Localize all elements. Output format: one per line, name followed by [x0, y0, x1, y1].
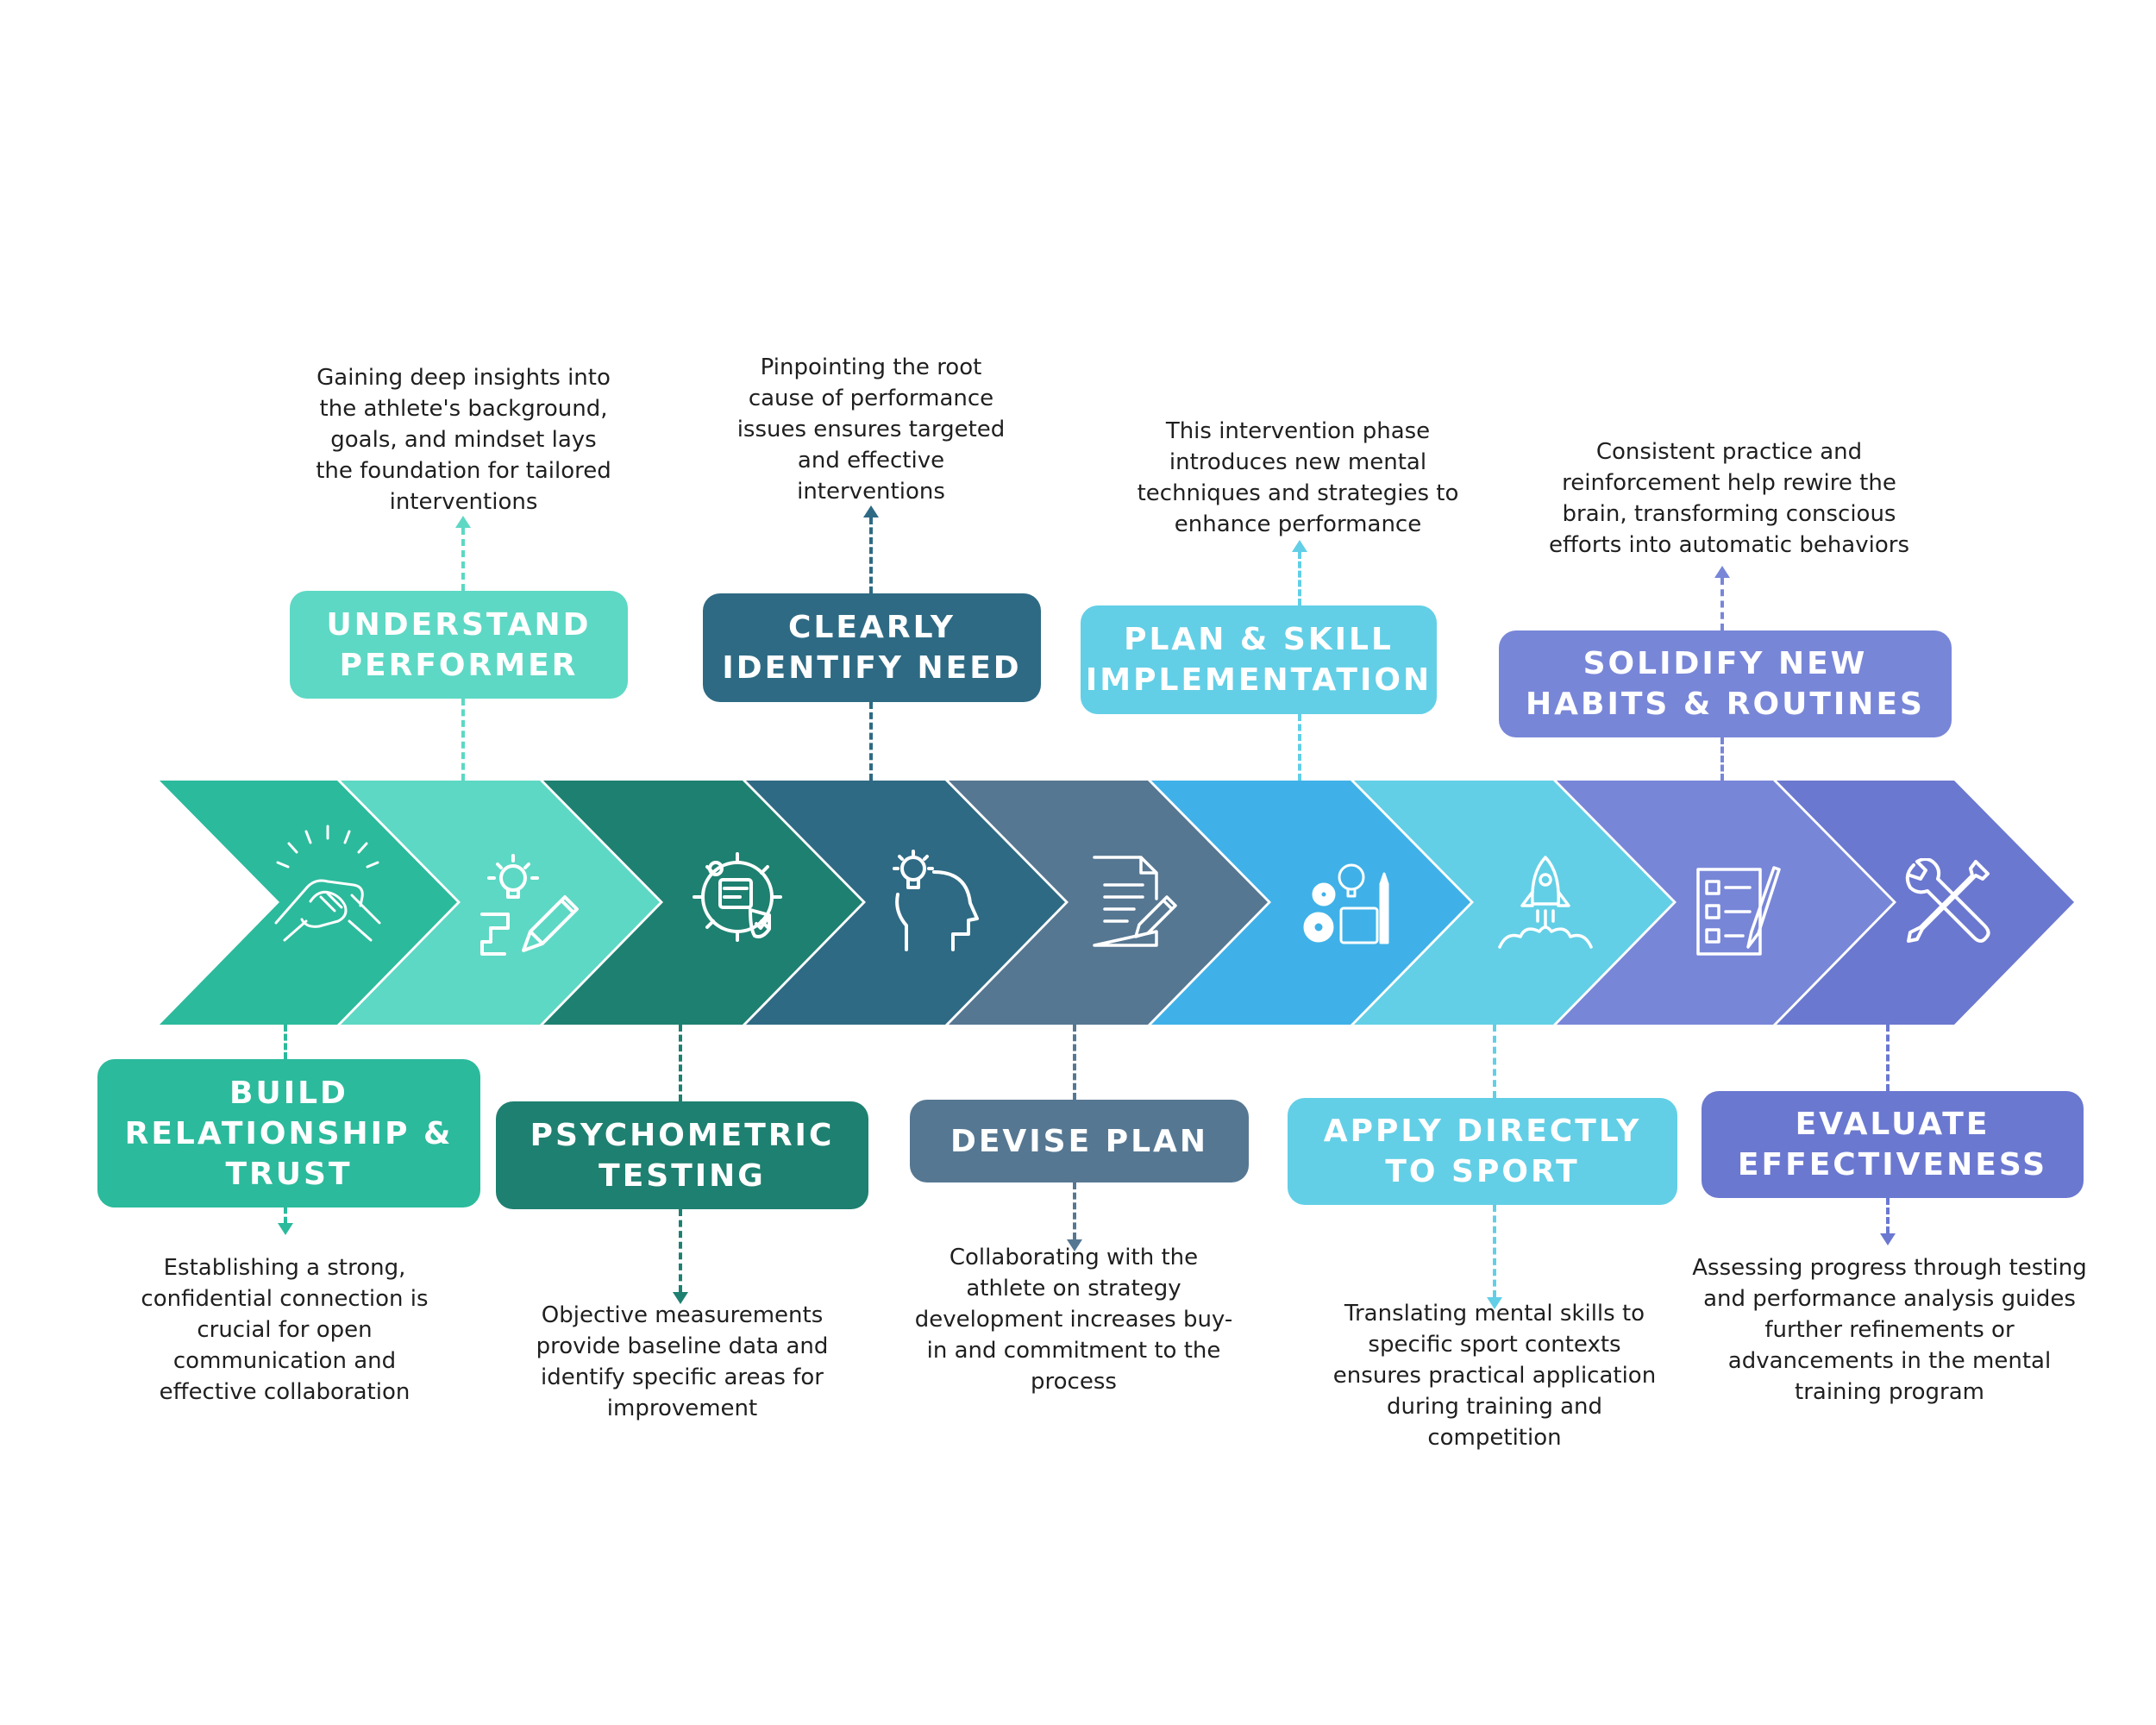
step-4-label: CLEARLY IDENTIFY NEED: [703, 593, 1041, 702]
head-idea-icon: [884, 850, 979, 953]
step-2-description: Gaining deep insights into the athlete's…: [316, 365, 611, 515]
chevron-segment-4: [746, 781, 1065, 1025]
gears-tools-icon: [1298, 858, 1397, 949]
step-1-label: BUILD RELATIONSHIP & TRUST: [97, 1059, 480, 1208]
chevron-segment-8: [1557, 781, 1893, 1025]
step-1-connector: [284, 1025, 287, 1059]
step-8-connector-out: [1720, 578, 1724, 630]
step-2-connector-out: [461, 528, 465, 591]
step-2-label: UNDERSTAND PERFORMER: [290, 591, 628, 699]
step-9-label: EVALUATE EFFECTIVENESS: [1702, 1091, 2084, 1198]
step-3-connector: [679, 1025, 682, 1101]
step-2-connector: [461, 699, 465, 781]
step-5-connector: [1073, 1025, 1076, 1100]
step-9-connector: [1886, 1025, 1890, 1091]
step-1-connector-out: [284, 1208, 287, 1223]
step-4-arrowhead: [863, 505, 879, 518]
step-5-label: DEVISE PLAN: [910, 1100, 1249, 1182]
chevron-segment-5: [949, 781, 1268, 1025]
step-4-description: Pinpointing the root cause of performanc…: [736, 354, 1006, 505]
step-1-description: Establishing a strong, confidential conn…: [141, 1255, 429, 1405]
step-9-connector-out: [1886, 1198, 1890, 1233]
step-3-connector-out: [679, 1209, 682, 1292]
chevron-segment-1: [160, 781, 457, 1025]
step-8-connector: [1720, 737, 1724, 781]
lightbulb-pencil-icon: [479, 854, 582, 957]
step-4-connector-out: [869, 518, 873, 593]
step-6-arrowhead: [1292, 540, 1307, 552]
chevron-segment-6: [1151, 781, 1470, 1025]
step-6-connector-out: [1298, 552, 1301, 605]
checklist-icon: [1695, 862, 1781, 957]
step-4-connector: [869, 702, 873, 781]
step-7-description: Translating mental skills to specific sp…: [1332, 1301, 1657, 1451]
step-8-arrowhead: [1714, 566, 1730, 578]
step-3-label: PSYCHOMETRIC TESTING: [496, 1101, 868, 1209]
step-5-connector-out: [1073, 1182, 1076, 1239]
step-9-description: Assessing progress through testing and p…: [1692, 1255, 2087, 1405]
step-8-label: SOLIDIFY NEW HABITS & ROUTINES: [1499, 630, 1952, 737]
chevron-segment-2: [341, 781, 660, 1025]
step-9-arrowhead: [1880, 1233, 1896, 1245]
step-6-description: This intervention phase introduces new m…: [1137, 418, 1459, 537]
handshake-icon: [259, 819, 397, 957]
step-7-connector: [1493, 1025, 1496, 1098]
step-7-label: APPLY DIRECTLY TO SPORT: [1288, 1098, 1677, 1205]
step-7-arrowhead: [1487, 1297, 1502, 1309]
analysis-gear-icon: [690, 850, 785, 944]
step-6-connector: [1298, 714, 1301, 781]
step-2-arrowhead: [455, 516, 471, 528]
chevron-segment-7: [1354, 781, 1673, 1025]
rocket-icon: [1496, 854, 1595, 953]
step-5-arrowhead: [1067, 1239, 1082, 1251]
step-8-description: Consistent practice and reinforcement he…: [1549, 439, 1909, 558]
step-7-connector-out: [1493, 1205, 1496, 1297]
document-edit-icon: [1091, 854, 1177, 949]
step-1-arrowhead: [278, 1223, 293, 1235]
step-6-label: PLAN & SKILL IMPLEMENTATION: [1081, 605, 1437, 714]
tools-icon: [1902, 857, 1992, 949]
step-5-description: Collaborating with the athlete on strate…: [914, 1245, 1233, 1395]
step-3-description: Objective measurements provide baseline …: [536, 1302, 829, 1421]
step-3-arrowhead: [673, 1292, 688, 1304]
chevron-segment-9: [1777, 781, 2074, 1025]
